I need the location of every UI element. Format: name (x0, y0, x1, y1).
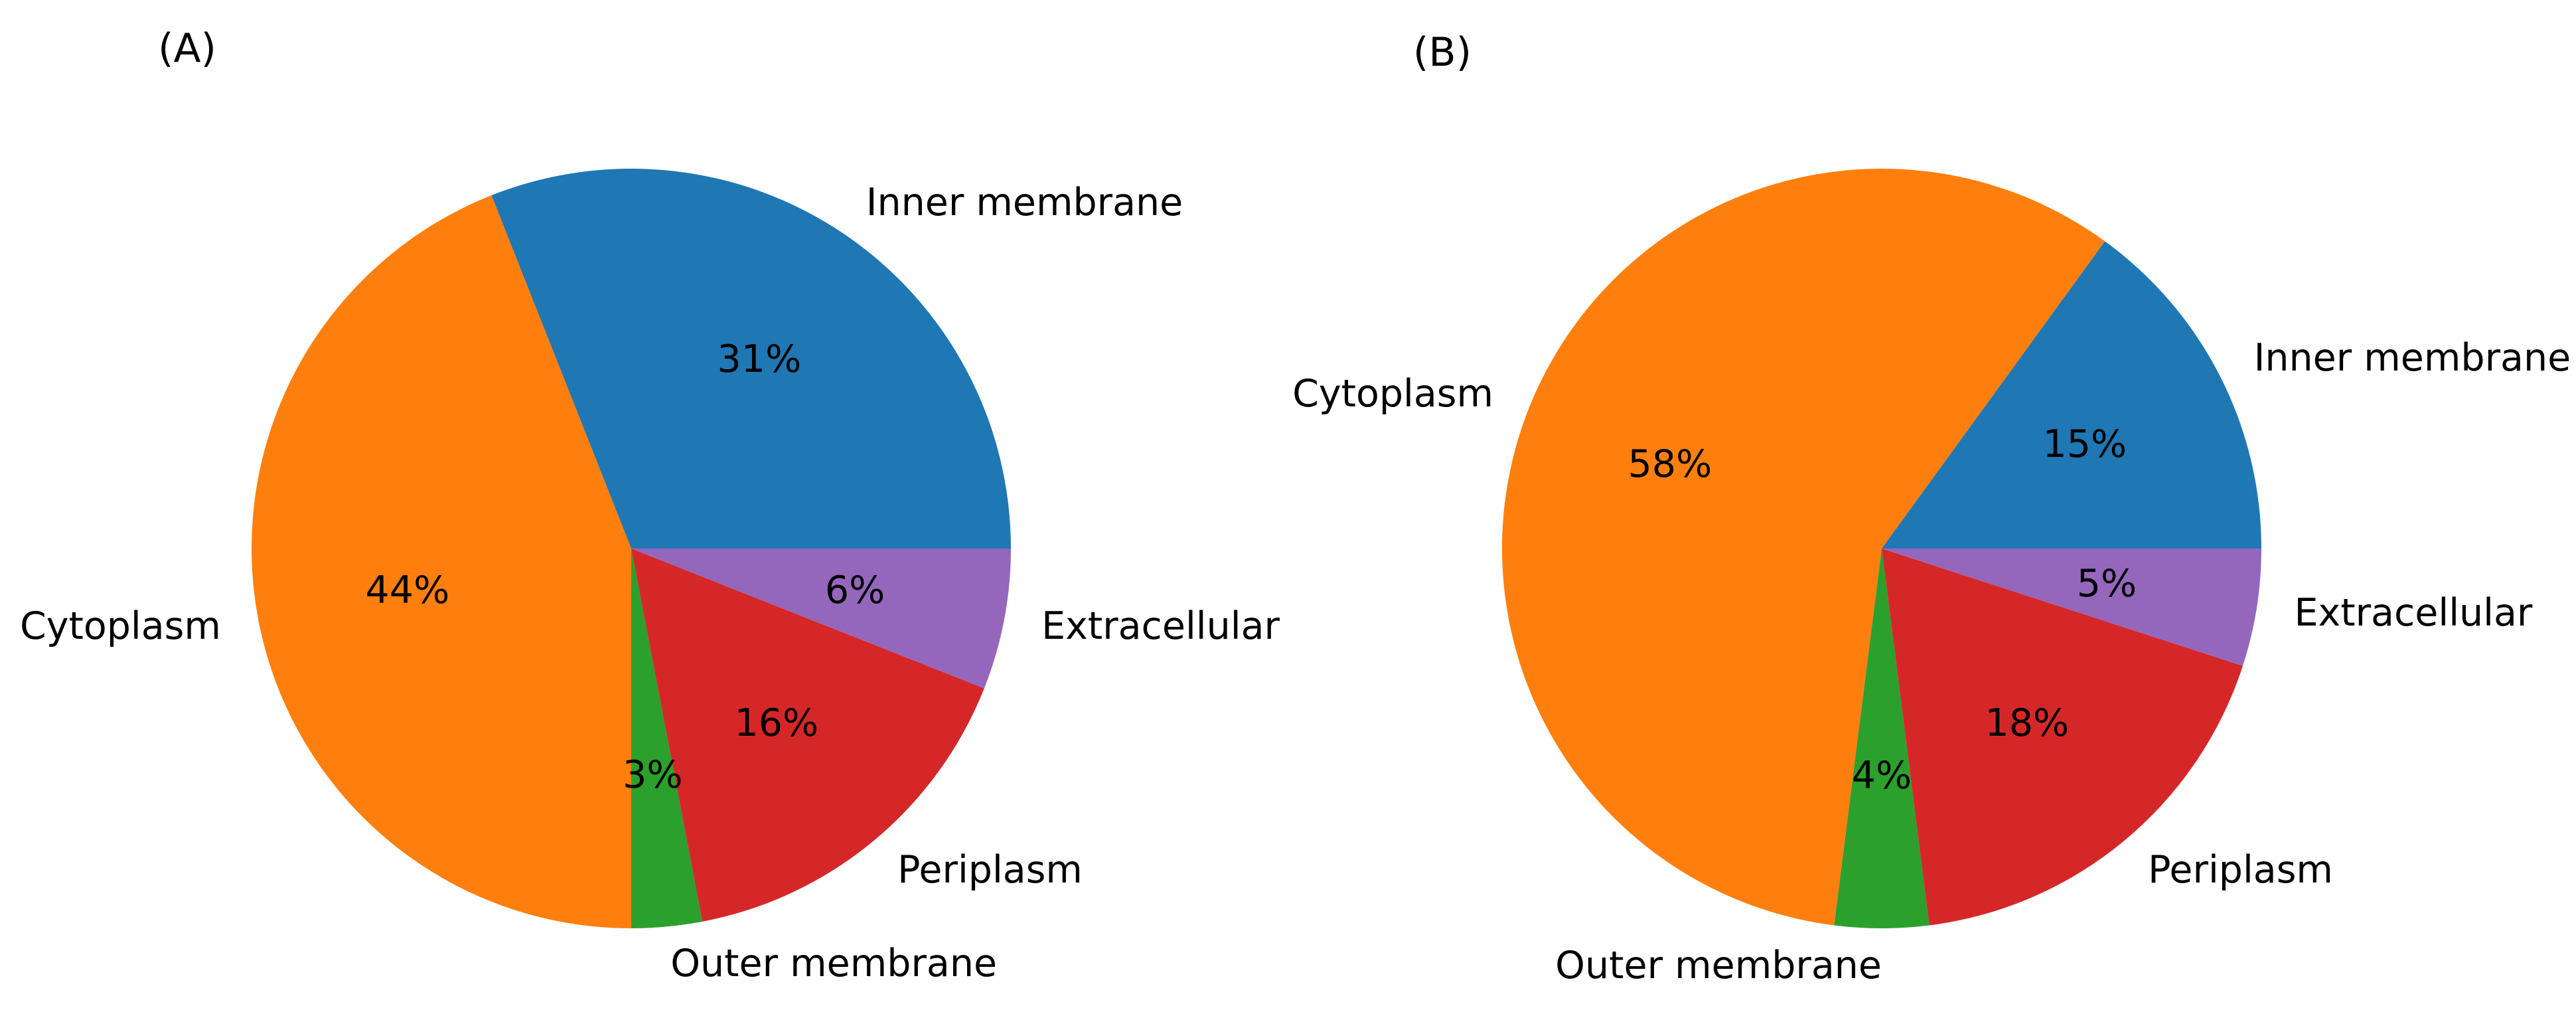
pie-chart-b (1502, 169, 2261, 929)
pie-slice-extracellular (631, 548, 1011, 689)
pie-slice-periplasm (1882, 548, 2243, 926)
pct-label-extracellular: 6% (824, 568, 885, 613)
panel-a: (A) Inner membrane 31% Cytoplasm 44% Outer m… (19, 25, 1280, 986)
pie-chart-a (252, 169, 1011, 928)
panel-b-letter: (B) (1413, 29, 1472, 76)
slice-label-outer-membrane: Outer membrane (670, 942, 998, 986)
slice-label-inner-membrane: Inner membrane (2253, 336, 2571, 380)
panel-a-letter: (A) (158, 25, 216, 72)
slice-label-cytoplasm: Cytoplasm (1292, 372, 1493, 416)
pct-label-cytoplasm: 58% (1628, 442, 1712, 486)
pct-label-inner-membrane: 31% (717, 337, 802, 382)
pct-label-cytoplasm: 44% (365, 568, 450, 613)
slice-label-inner-membrane: Inner membrane (866, 180, 1183, 224)
pie-slice-inner-membrane (1882, 241, 2261, 548)
pct-label-extracellular: 5% (2076, 561, 2137, 606)
pct-label-outer-membrane: 4% (1851, 754, 1912, 798)
pct-label-periplasm: 18% (1985, 701, 2070, 746)
slice-label-periplasm: Periplasm (897, 848, 1083, 892)
pie-slice-cytoplasm (1502, 169, 2105, 926)
slice-label-extracellular: Extracellular (1041, 604, 1280, 649)
slice-label-cytoplasm: Cytoplasm (19, 604, 221, 649)
pie-slice-periplasm (631, 548, 984, 922)
slice-label-extracellular: Extracellular (2294, 591, 2533, 635)
pct-label-inner-membrane: 15% (2042, 422, 2127, 467)
slice-label-outer-membrane: Outer membrane (1555, 944, 1882, 988)
pie-slice-inner-membrane (491, 169, 1011, 548)
pct-label-outer-membrane: 3% (623, 752, 683, 797)
pct-label-periplasm: 16% (734, 701, 819, 746)
pie-slice-outer-membrane (631, 548, 703, 928)
pie-slice-cytoplasm (252, 195, 631, 928)
slice-label-periplasm: Periplasm (2148, 848, 2333, 892)
pie-slice-outer-membrane (1834, 548, 1930, 929)
pie-slice-extracellular (1882, 548, 2261, 666)
panel-b: (B) Inner membrane 15% Cytoplasm 58% Outer m… (1288, 0, 2576, 1010)
